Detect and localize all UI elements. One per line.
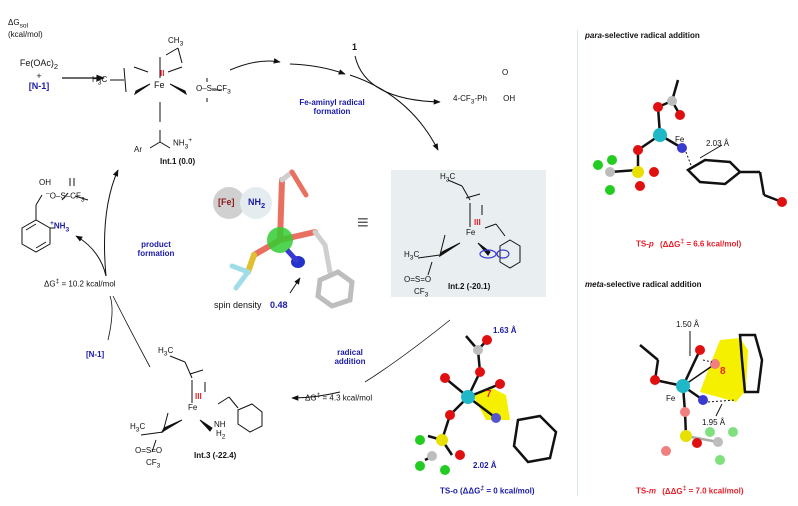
step3-label-line1: product [141,240,171,249]
arrow-radical-addition [291,391,341,401]
int2-structure [417,179,521,276]
int1-structure [110,47,222,149]
int2-label: Int.2 (-20.1) [448,282,491,291]
reagent-1: 1 [352,42,358,52]
step2-barrier: ΔG‡ = 4.3 kcal/mol [305,392,373,403]
equivalence-sign: ≡ [357,212,369,234]
axis-label: ΔGsol (kcal/mol) [8,18,43,39]
panel-separator [577,30,578,496]
arrow-to-int1 [104,169,119,277]
start-reagents: Fe(OAc)2 + [N-1] [16,58,62,91]
ts-o-dist1: 1.63 Å [493,326,517,335]
int2-h3c-left: H3C [404,250,420,262]
step1-label-line2: formation [313,107,351,116]
int3-h3c-top: H3C [158,346,174,358]
meta-panel-title: meta-selective radical addition [585,280,702,289]
arrow-to-int2 [349,74,439,151]
ts-o-label: TS-o (ΔΔG‡ = 0 kcal/mol) [440,485,535,496]
axis-label-unit: (kcal/mol) [8,29,43,39]
spin-density-model [229,169,355,309]
int3-structure [140,355,263,453]
int1-label: Int.1 (0.0) [160,157,196,166]
int1-oxidation-state: II [160,69,165,78]
int2-cf3: CF3 [414,287,429,299]
arc-n1-to-barrier [107,295,113,341]
ts-m-dist1: 1.50 Å [676,320,700,329]
byproduct-carbonyl-o: O [502,68,509,77]
reagent-n1: [N-1] [28,80,50,91]
product-nh3: +NH3 [50,220,70,234]
nh2-radical-label: NH2 [248,197,266,210]
ts-o-ring-size: 7 [486,389,492,400]
reagent-feoac-sub: 2 [53,61,59,71]
int2-fe: Fe [466,228,476,237]
arrow-to-product [75,235,107,277]
arc-int3-to-barrier [112,295,151,368]
int2-sulfonyl: O=S=O [404,275,432,284]
nh2-circle [240,187,272,219]
int2-h3c-top: H3C [440,172,456,184]
fe-radical-label: [Fe] [218,197,235,207]
fe-circle [213,187,245,219]
axis-label-sub: sol [19,22,29,30]
arrow-int1-to-step1 [229,58,281,71]
para-panel-title: para-selective radical addition [585,31,700,40]
step1-label: Fe-aminyl radical formation [282,98,382,116]
ts-p-label: TS-p (ΔΔG‡ = 6.6 kcal/mol) [636,238,742,249]
int2-oxidation-state: III [474,218,481,227]
int3-label: Int.3 (-22.4) [194,451,237,460]
ts-p-dist: 2.03 Å [706,139,730,148]
spin-density-value: 0.48 [270,300,288,310]
product-oh: OH [39,178,51,187]
int1-fe: Fe [154,80,165,90]
byproduct-acid: 4-CF3-Ph OH [453,94,516,106]
step3-label-line2: formation [137,249,175,258]
int3-oxidation-state: III [195,392,202,401]
step3-label: product formation [126,240,186,258]
arrow-reagent1-to-byproduct [354,55,441,105]
step2-label: radical addition [320,348,380,366]
int3-h3c-left: H3C [130,422,146,434]
spin-density-label: spin density [214,300,262,310]
spin-density: spin density 0.48 [214,300,288,310]
step1-label-line1: Fe-aminyl radical [299,98,365,107]
product-structure [21,178,89,253]
int1-nh3: NH3+ [173,137,193,151]
int1-ar: Ar [134,145,142,154]
product-triflate: –O–S–CF3 [46,190,85,204]
ts-m-dist2: 1.95 Å [702,418,726,427]
step3-barrier: ΔG‡ = 10.2 kcal/mol [44,278,116,289]
arc-radical-addition [364,319,451,383]
int3-cf3: CF3 [146,458,161,470]
axis-label-dg: ΔG [8,18,20,27]
ts-p-fe-label: Fe [675,135,685,144]
step2-label-line1: radical [337,348,363,357]
ts-o-model [415,335,558,475]
ts-p-model [593,79,787,207]
ts-m-fe-label: Fe [666,394,676,403]
ts-o-dist2: 2.02 Å [473,461,497,470]
int1-h3c: H3C [92,75,108,87]
step2-label-line2: addition [334,357,366,366]
ts-m-model [639,331,764,465]
int3-fe: Fe [188,403,198,412]
ts-m-ring-size: 8 [720,366,726,377]
ts-m-label: TS-m (ΔΔG‡ = 7.0 kcal/mol) [636,485,744,496]
int1-sulfonyl: O–S–CF3 [196,84,231,96]
int2-highlight-box [391,170,546,297]
plus-sign: + [36,70,42,81]
arrow-step1 [289,63,346,75]
reagent-feoac: Fe(OAc) [19,58,54,68]
int3-sulfonyl: O=S=O [135,446,163,455]
int1-ch3: CH3 [168,36,184,48]
step3-reagent-n1: [N-1] [86,350,105,359]
